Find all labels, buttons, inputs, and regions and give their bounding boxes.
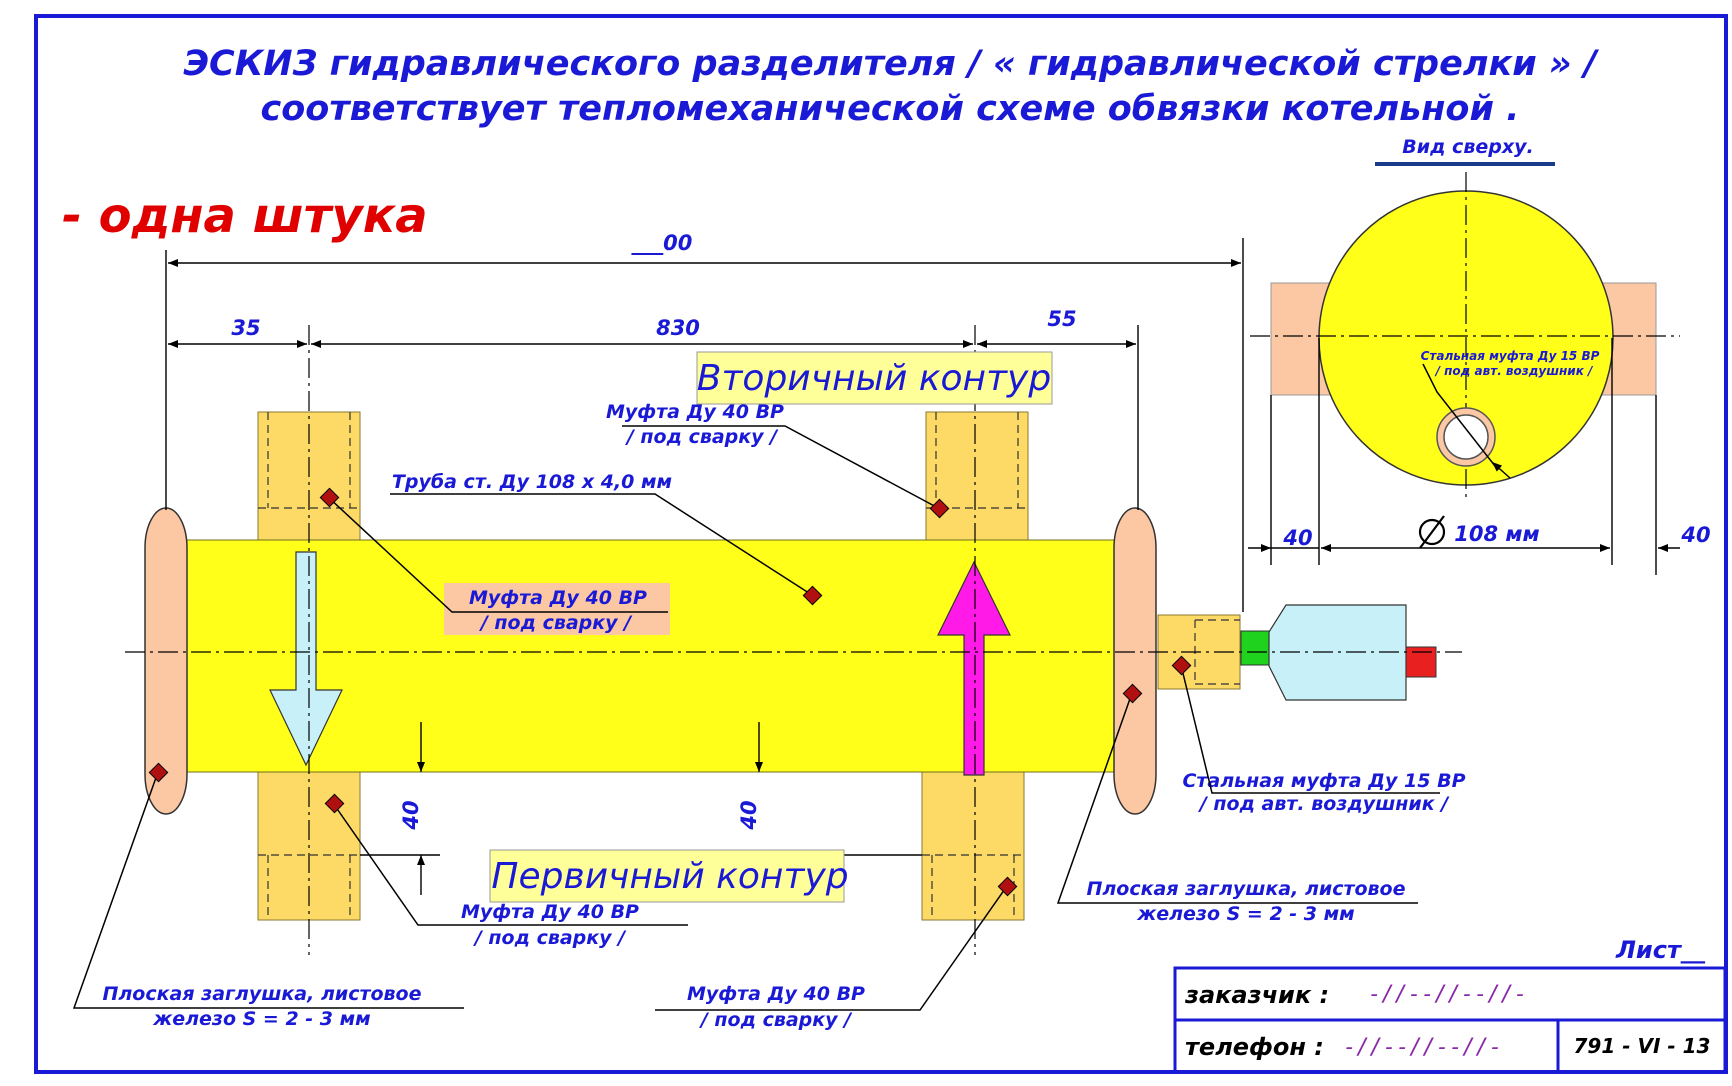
dim-right-stub-text: 55: [1047, 307, 1076, 331]
dim-middle-text: 830: [656, 316, 700, 340]
marker-coupling-bottom-left: [324, 793, 345, 814]
callout-coupling-top-left-2: / под сварку /: [479, 612, 633, 634]
phone-label: телефон :: [1185, 1033, 1324, 1061]
top-view-label: Вид сверху.: [1402, 136, 1533, 158]
callout-coupling-top-right-2: / под сварку /: [625, 426, 779, 448]
phone-value: -//--//--//-: [1343, 1035, 1502, 1060]
drawing-title-line2: соответствует тепломеханической схеме об…: [261, 89, 1520, 129]
coupling-top-right: [925, 411, 1029, 543]
coupling-bottom-right: [921, 771, 1025, 921]
callout-coupling-bottom-right-2: / под сварку /: [699, 1009, 853, 1031]
callout-air-fitting-1: Стальная муфта Ду 15 ВР: [1182, 770, 1465, 792]
top-view-air-fitting-inner: [1443, 414, 1489, 460]
marker-coupling-bottom-right: [997, 876, 1018, 897]
callout-air-fitting-2: / под авт. воздушник /: [1198, 793, 1450, 815]
top-view-fitting-label-2: / под авт. воздушник /: [1434, 364, 1594, 378]
top-view-left-offset-text: 40: [1282, 526, 1312, 550]
dim-bottom-left-text: 40: [399, 800, 423, 830]
main-pipe: [184, 539, 1116, 773]
flow-arrow-down-icon: [269, 551, 343, 767]
callout-cap-left-2: железо S = 2 - 3 мм: [152, 1008, 370, 1030]
callout-coupling-bottom-left-1: Муфта Ду 40 ВР: [461, 901, 639, 923]
marker-coupling-top-left: [319, 487, 340, 508]
quantity-note: - одна штука: [62, 188, 428, 244]
end-cap-left: [144, 507, 188, 815]
marker-cap-left: [148, 762, 169, 783]
customer-value: -//--//--//-: [1368, 982, 1527, 1007]
diameter-symbol-icon: [1418, 515, 1446, 549]
end-cap-right: [1113, 507, 1157, 815]
marker-cap-right: [1122, 683, 1143, 704]
flow-arrow-up-icon: [937, 560, 1011, 776]
top-view-fitting-label-1: Стальная муфта Ду 15 ВР: [1421, 349, 1600, 363]
callout-cap-right-2: железо S = 2 - 3 мм: [1136, 903, 1354, 925]
drawing-code: 791 - VI - 13: [1574, 1034, 1711, 1058]
marker-air-fitting: [1171, 655, 1192, 676]
callout-coupling-top-left-bg: [444, 583, 670, 635]
callout-pipe: Труба ст. Ду 108 х 4,0 мм: [392, 471, 672, 493]
top-view-diameter-text: 108 мм: [1454, 522, 1539, 546]
secondary-contour-label: Вторичный контур: [697, 358, 1051, 399]
primary-contour-label: Первичный контур: [491, 856, 848, 897]
callout-coupling-bottom-left-2: / под сварку /: [473, 927, 627, 949]
callout-coupling-top-left-1: Муфта Ду 40 ВР: [469, 587, 647, 609]
air-vent-nipple: [1240, 630, 1270, 666]
dim-left-stub-text: 35: [231, 316, 260, 340]
drawing-title-line1: ЭСКИЗ гидравлического разделителя / « ги…: [183, 44, 1600, 84]
callout-coupling-top-right-1: Муфта Ду 40 ВР: [606, 401, 784, 423]
marker-coupling-top-right: [929, 498, 950, 519]
air-vent-body: [1268, 604, 1407, 701]
callout-cap-right-1: Плоская заглушка, листовое: [1086, 878, 1405, 900]
callout-cap-left-1: Плоская заглушка, листовое: [102, 983, 421, 1005]
callout-coupling-bottom-right-1: Муфта Ду 40 ВР: [687, 983, 865, 1005]
marker-pipe: [802, 585, 823, 606]
dim-total-text: ___00: [631, 231, 693, 255]
primary-contour-box: [489, 849, 845, 903]
sheet-number: Лист__: [1615, 936, 1706, 964]
dim-bottom-right-text: 40: [737, 800, 761, 830]
top-view-right-offset-text: 40: [1680, 523, 1710, 547]
secondary-contour-box: [696, 351, 1053, 405]
customer-label: заказчик :: [1184, 981, 1329, 1009]
